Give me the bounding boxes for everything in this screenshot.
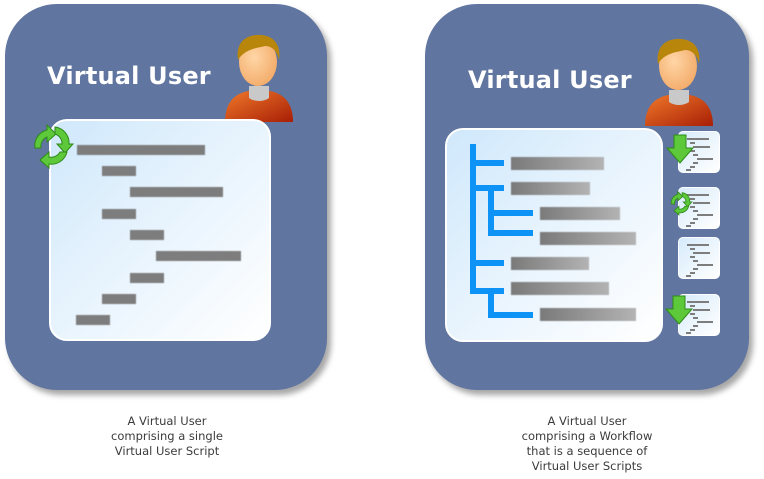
tree-branch — [488, 210, 533, 216]
virtual-user-single-script-card: Virtual User — [5, 4, 327, 390]
script-line — [76, 315, 110, 325]
person-icon — [645, 38, 713, 126]
tree-branch — [488, 230, 533, 236]
workflow-step-bar — [511, 282, 609, 295]
workflow-step-bar — [511, 182, 590, 195]
script-line — [130, 187, 223, 197]
script-line — [130, 273, 164, 283]
person-icon — [225, 34, 293, 122]
workflow-step-bar — [540, 207, 620, 220]
card-title: Virtual User — [468, 66, 632, 94]
left-caption: A Virtual User comprising a single Virtu… — [67, 414, 267, 459]
right-caption: A Virtual User comprising a Workflow tha… — [487, 414, 687, 474]
tree-branch — [488, 312, 533, 318]
workflow-panel — [445, 128, 663, 342]
script-line — [130, 230, 164, 240]
workflow-step-bar — [511, 257, 589, 270]
caption-line: comprising a Workflow — [521, 429, 653, 443]
virtual-user-workflow-card: Virtual User — [425, 4, 749, 390]
download-arrow-icon — [666, 134, 694, 164]
caption-line: that is a sequence of — [526, 444, 648, 458]
caption-line: A Virtual User — [127, 414, 207, 428]
script-line — [156, 251, 241, 261]
workflow-step-bar — [540, 232, 636, 245]
tree-branch — [470, 160, 504, 166]
caption-line: Virtual User Script — [114, 444, 220, 458]
download-arrow-icon — [665, 295, 693, 325]
script-line — [102, 294, 136, 304]
tree-branch — [488, 288, 494, 318]
script-line — [77, 145, 205, 155]
script-line — [102, 209, 136, 219]
tree-branch — [470, 260, 504, 266]
workflow-step-bar — [540, 308, 636, 321]
tree-branch — [470, 185, 504, 191]
script-line — [102, 166, 136, 176]
caption-line: Virtual User Scripts — [531, 459, 643, 473]
caption-line: comprising a single — [111, 429, 223, 443]
caption-line: A Virtual User — [547, 414, 627, 428]
card-title: Virtual User — [47, 62, 211, 90]
workflow-step-bar — [511, 157, 604, 170]
refresh-cycle-icon — [34, 123, 75, 170]
workflow-tree-icon — [470, 144, 476, 294]
refresh-cycle-icon — [670, 190, 693, 216]
tree-branch — [470, 288, 504, 294]
script-doc-3 — [678, 237, 720, 279]
script-panel — [49, 119, 271, 341]
